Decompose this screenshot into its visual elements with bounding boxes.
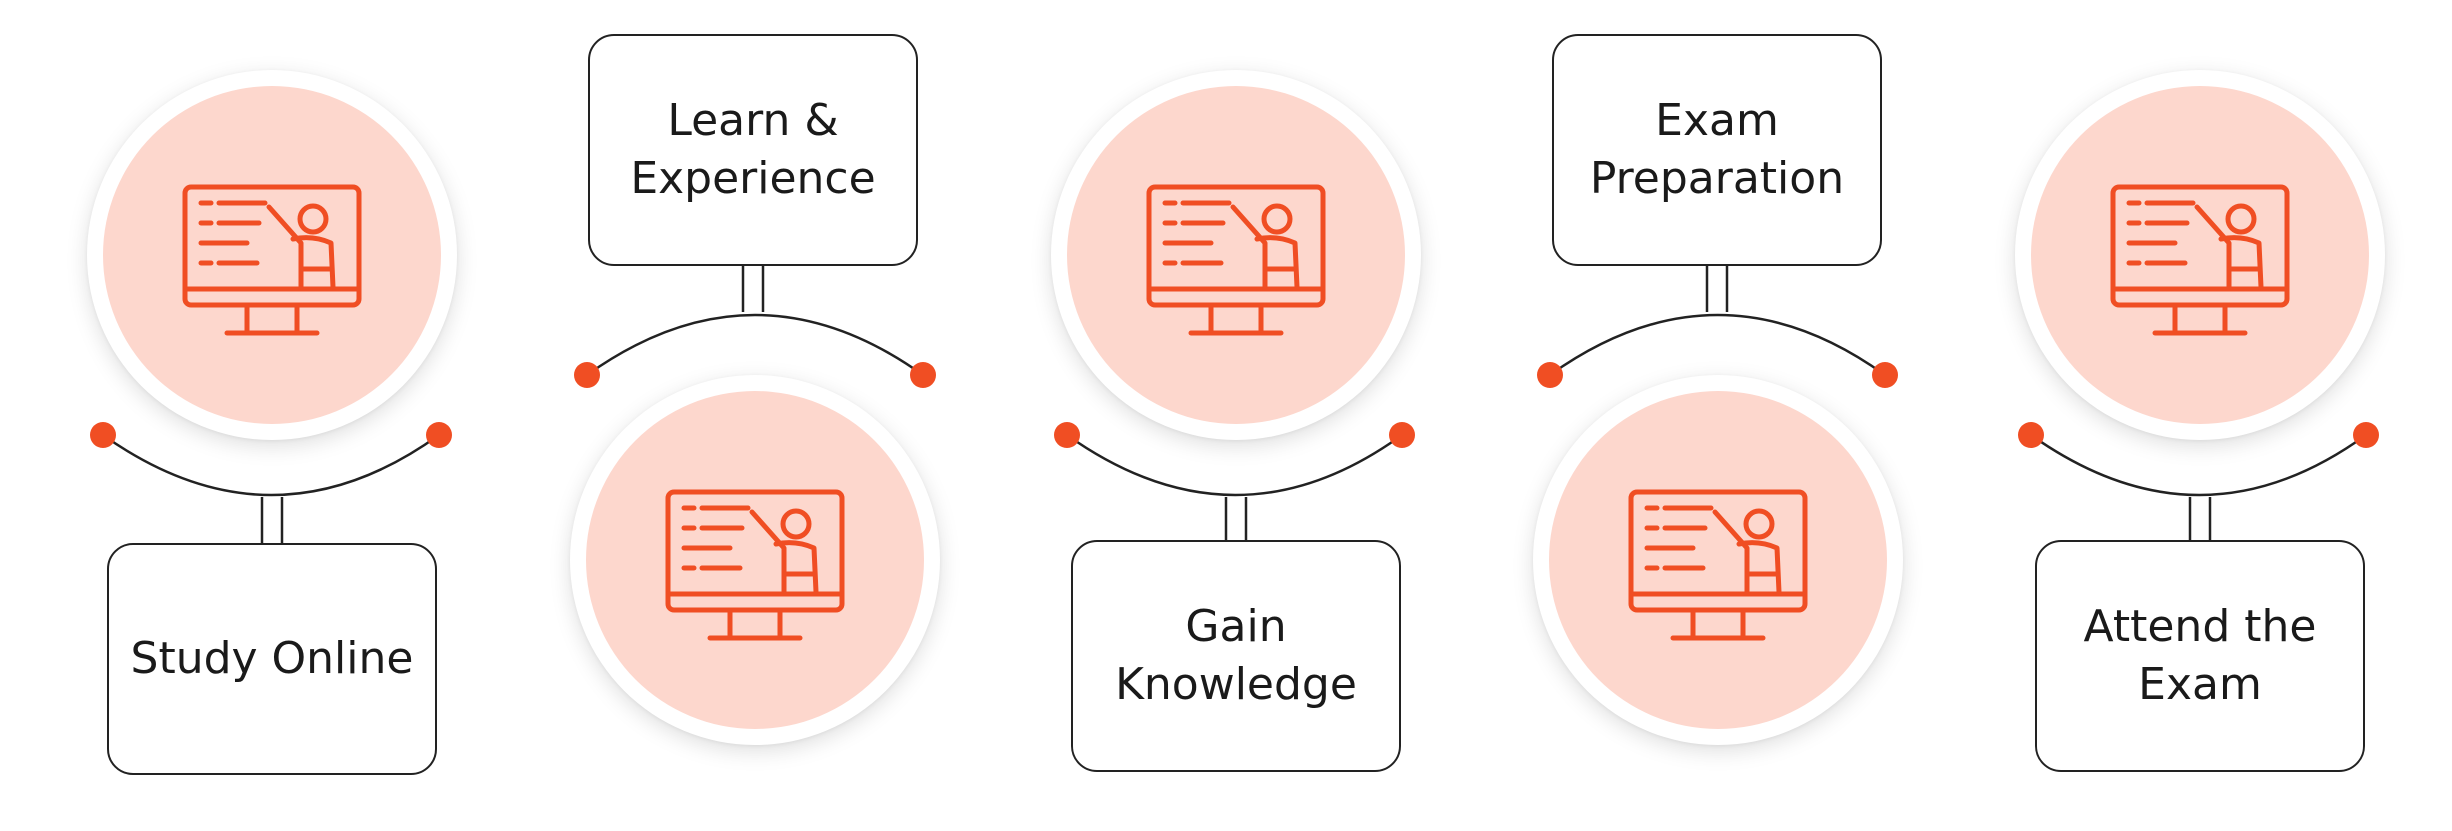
step-3-label-box: Gain Knowledge bbox=[1071, 540, 1401, 772]
connector-dot bbox=[426, 422, 452, 448]
connector-dot bbox=[90, 422, 116, 448]
step-3-label: Gain Knowledge bbox=[1115, 601, 1357, 710]
connector-arc bbox=[1549, 313, 1886, 377]
teacher-monitor-icon bbox=[665, 489, 845, 641]
step-4-label-box: Exam Preparation bbox=[1552, 34, 1882, 266]
connector-dot bbox=[1872, 362, 1898, 388]
step-1-label: Study Online bbox=[130, 633, 414, 684]
connector-stem bbox=[1224, 497, 1248, 545]
step-1-label-box: Study Online bbox=[107, 543, 437, 775]
step-4-label: Exam Preparation bbox=[1589, 95, 1845, 204]
connector-arc bbox=[586, 313, 924, 377]
connector-arc bbox=[102, 433, 440, 497]
step-3-icon-circle bbox=[1051, 70, 1421, 440]
teacher-monitor-icon bbox=[2110, 184, 2290, 336]
connector-dot bbox=[1389, 422, 1415, 448]
step-4-icon-circle bbox=[1533, 375, 1903, 745]
connector-dot bbox=[910, 362, 936, 388]
connector-stem bbox=[741, 265, 765, 312]
step-2-label: Learn & Experience bbox=[630, 95, 876, 204]
step-5-icon-fill bbox=[2031, 86, 2369, 424]
step-2-icon-fill bbox=[586, 391, 924, 729]
step-5-icon-circle bbox=[2015, 70, 2385, 440]
connector-dot bbox=[574, 362, 600, 388]
connector-stem bbox=[260, 497, 284, 545]
step-5-label: Attend the Exam bbox=[2083, 601, 2317, 710]
connector-arc bbox=[2030, 433, 2367, 497]
connector-dot bbox=[1054, 422, 1080, 448]
step-1-icon-fill bbox=[103, 86, 441, 424]
step-3-icon-fill bbox=[1067, 86, 1405, 424]
connector-dot bbox=[2018, 422, 2044, 448]
teacher-monitor-icon bbox=[182, 184, 362, 336]
connector-arc bbox=[1066, 433, 1403, 497]
step-2-icon-circle bbox=[570, 375, 940, 745]
connector-stem bbox=[1705, 265, 1729, 312]
connector-dot bbox=[2353, 422, 2379, 448]
step-2-label-box: Learn & Experience bbox=[588, 34, 918, 266]
step-4-icon-fill bbox=[1549, 391, 1887, 729]
connector-stem bbox=[2188, 497, 2212, 545]
step-5-label-box: Attend the Exam bbox=[2035, 540, 2365, 772]
connector-dot bbox=[1537, 362, 1563, 388]
teacher-monitor-icon bbox=[1628, 489, 1808, 641]
teacher-monitor-icon bbox=[1146, 184, 1326, 336]
step-1-icon-circle bbox=[87, 70, 457, 440]
